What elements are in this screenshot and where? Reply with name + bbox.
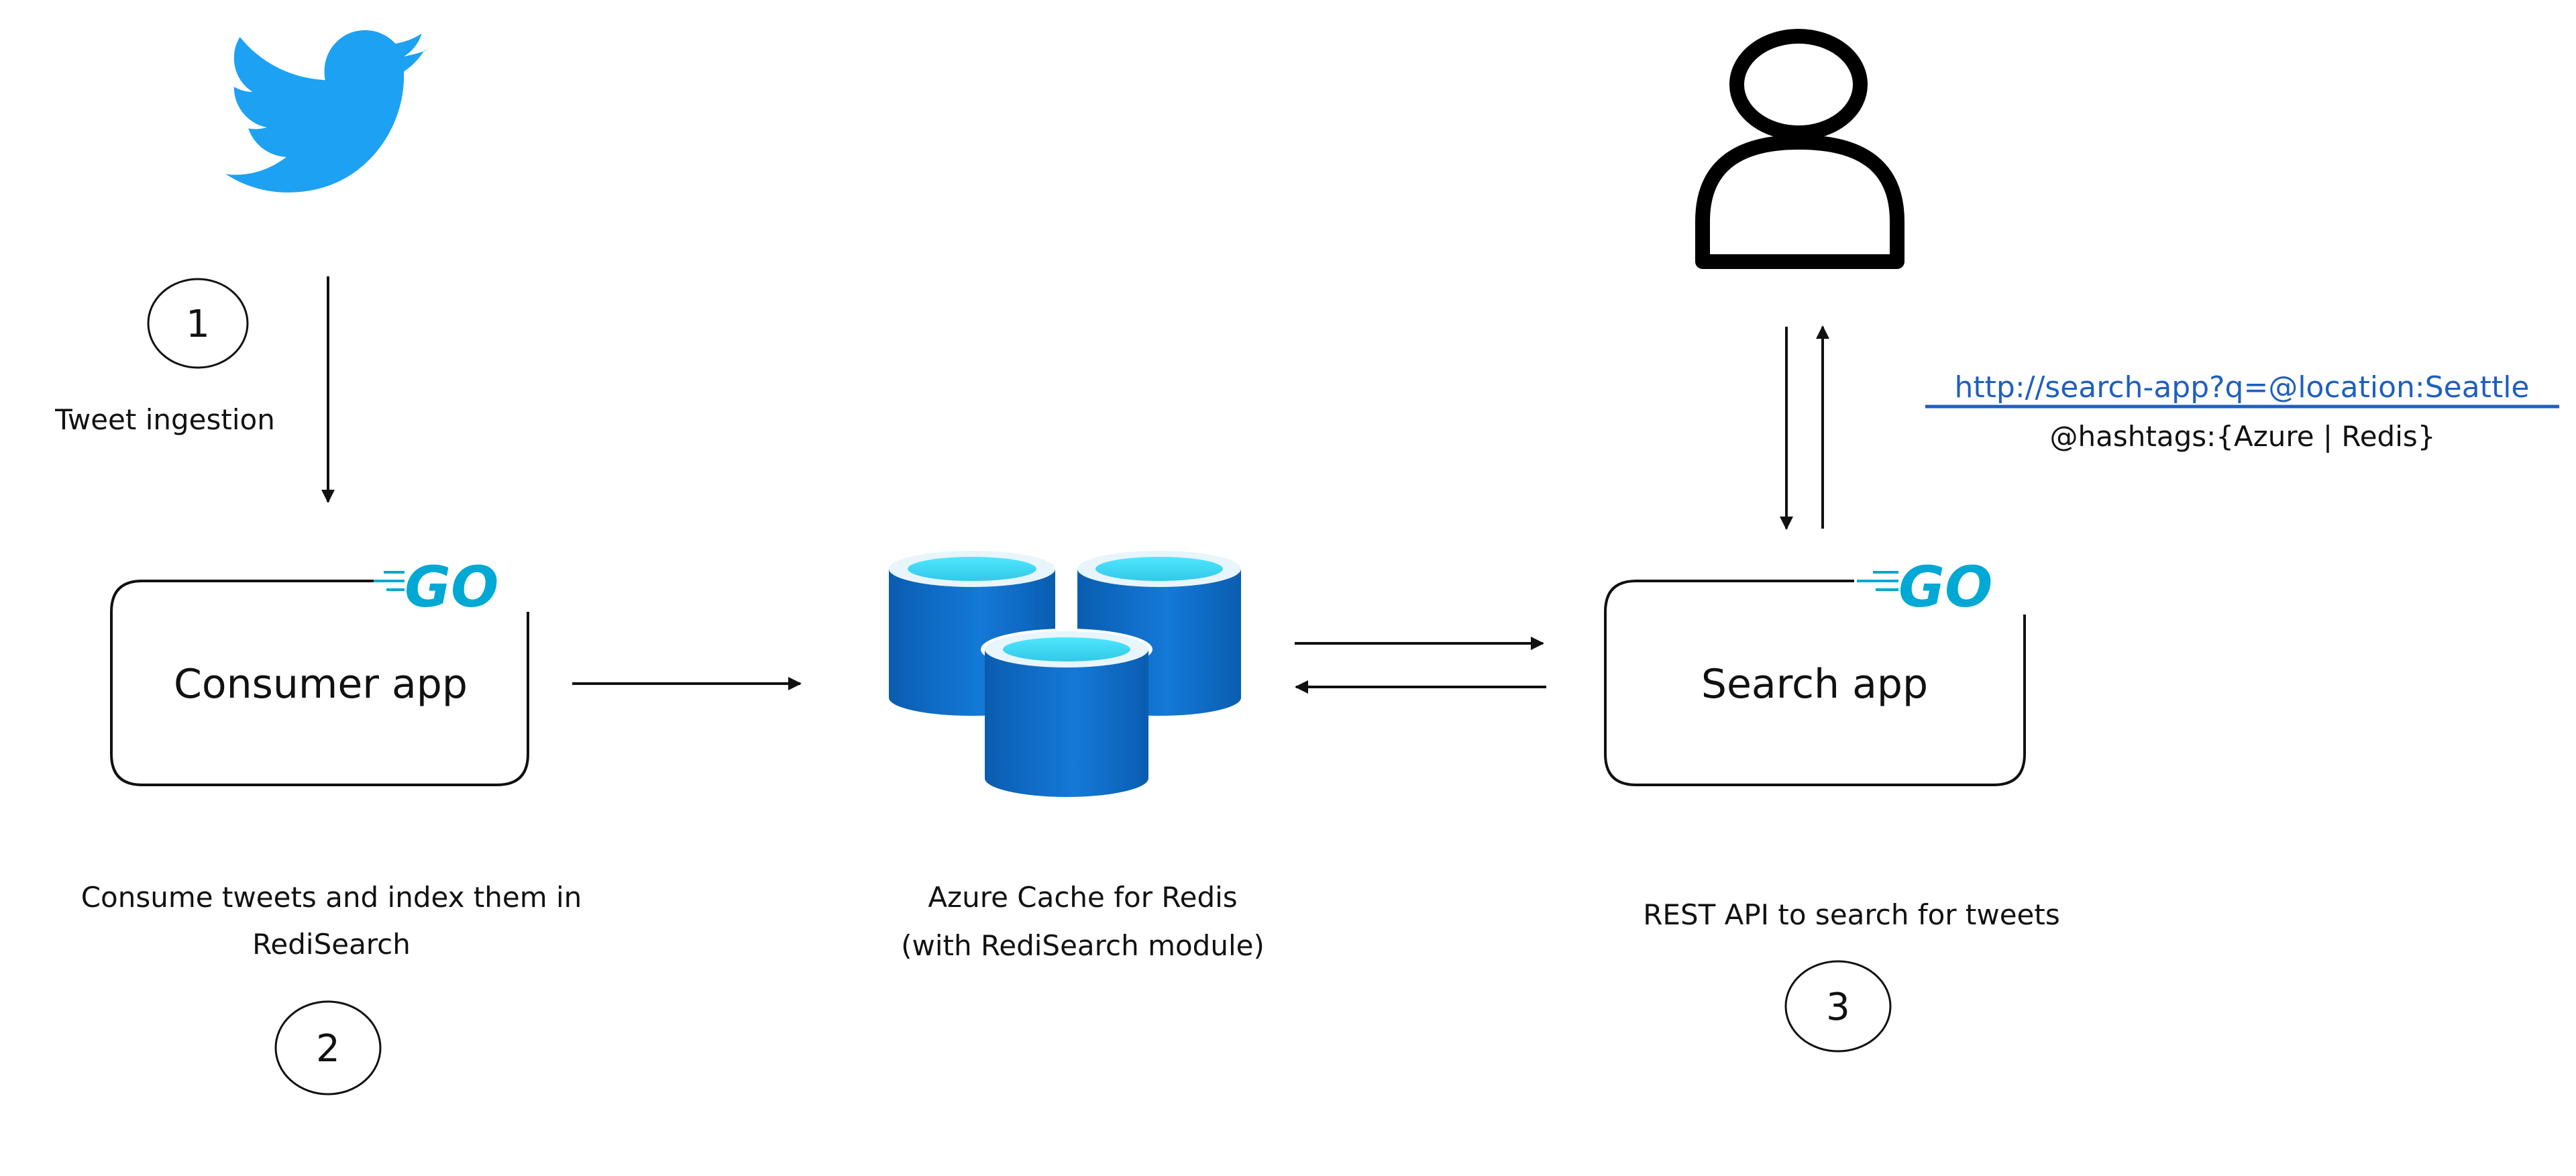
consumer-app-label: Consumer app <box>174 661 468 708</box>
consumer-caption-line1: Consume tweets and index them in <box>81 881 582 914</box>
consumer-app-node: Consumer app GO <box>110 554 529 786</box>
redis-caption-line1: Azure Cache for Redis <box>928 881 1237 914</box>
svg-text:GO: GO <box>1898 554 1992 620</box>
step-1-label: Tweet ingestion <box>54 403 275 436</box>
user-icon <box>1695 29 1904 269</box>
search-caption: REST API to search for tweets <box>1643 898 2060 931</box>
search-app-label: Search app <box>1701 661 1928 708</box>
redis-caption-line2: (with RediSearch module) <box>901 929 1265 962</box>
go-logo-icon: GO <box>1857 554 1992 620</box>
step-3-number: 3 <box>1826 985 1850 1029</box>
query-continuation: @hashtags:{Azure | Redis} <box>2050 420 2436 453</box>
consumer-caption-line2: RediSearch <box>252 928 411 961</box>
step-2-number: 2 <box>316 1027 340 1071</box>
go-logo-icon: GO <box>374 554 498 620</box>
redis-cylinder-front <box>981 629 1152 797</box>
twitter-bird-icon <box>225 30 428 193</box>
step-2-circle <box>274 1000 382 1095</box>
step-1-circle <box>147 278 249 369</box>
query-url-link[interactable]: http://search-app?q=@location:Seattle <box>1955 370 2530 405</box>
step-1-number: 1 <box>186 303 210 346</box>
search-app-box <box>1604 580 2026 786</box>
azure-cache-redis-icon <box>889 551 1241 797</box>
svg-text:GO: GO <box>405 554 498 620</box>
consumer-app-box <box>110 580 529 786</box>
step-3-circle <box>1784 960 1892 1053</box>
search-app-node: Search app GO <box>1604 554 2026 786</box>
